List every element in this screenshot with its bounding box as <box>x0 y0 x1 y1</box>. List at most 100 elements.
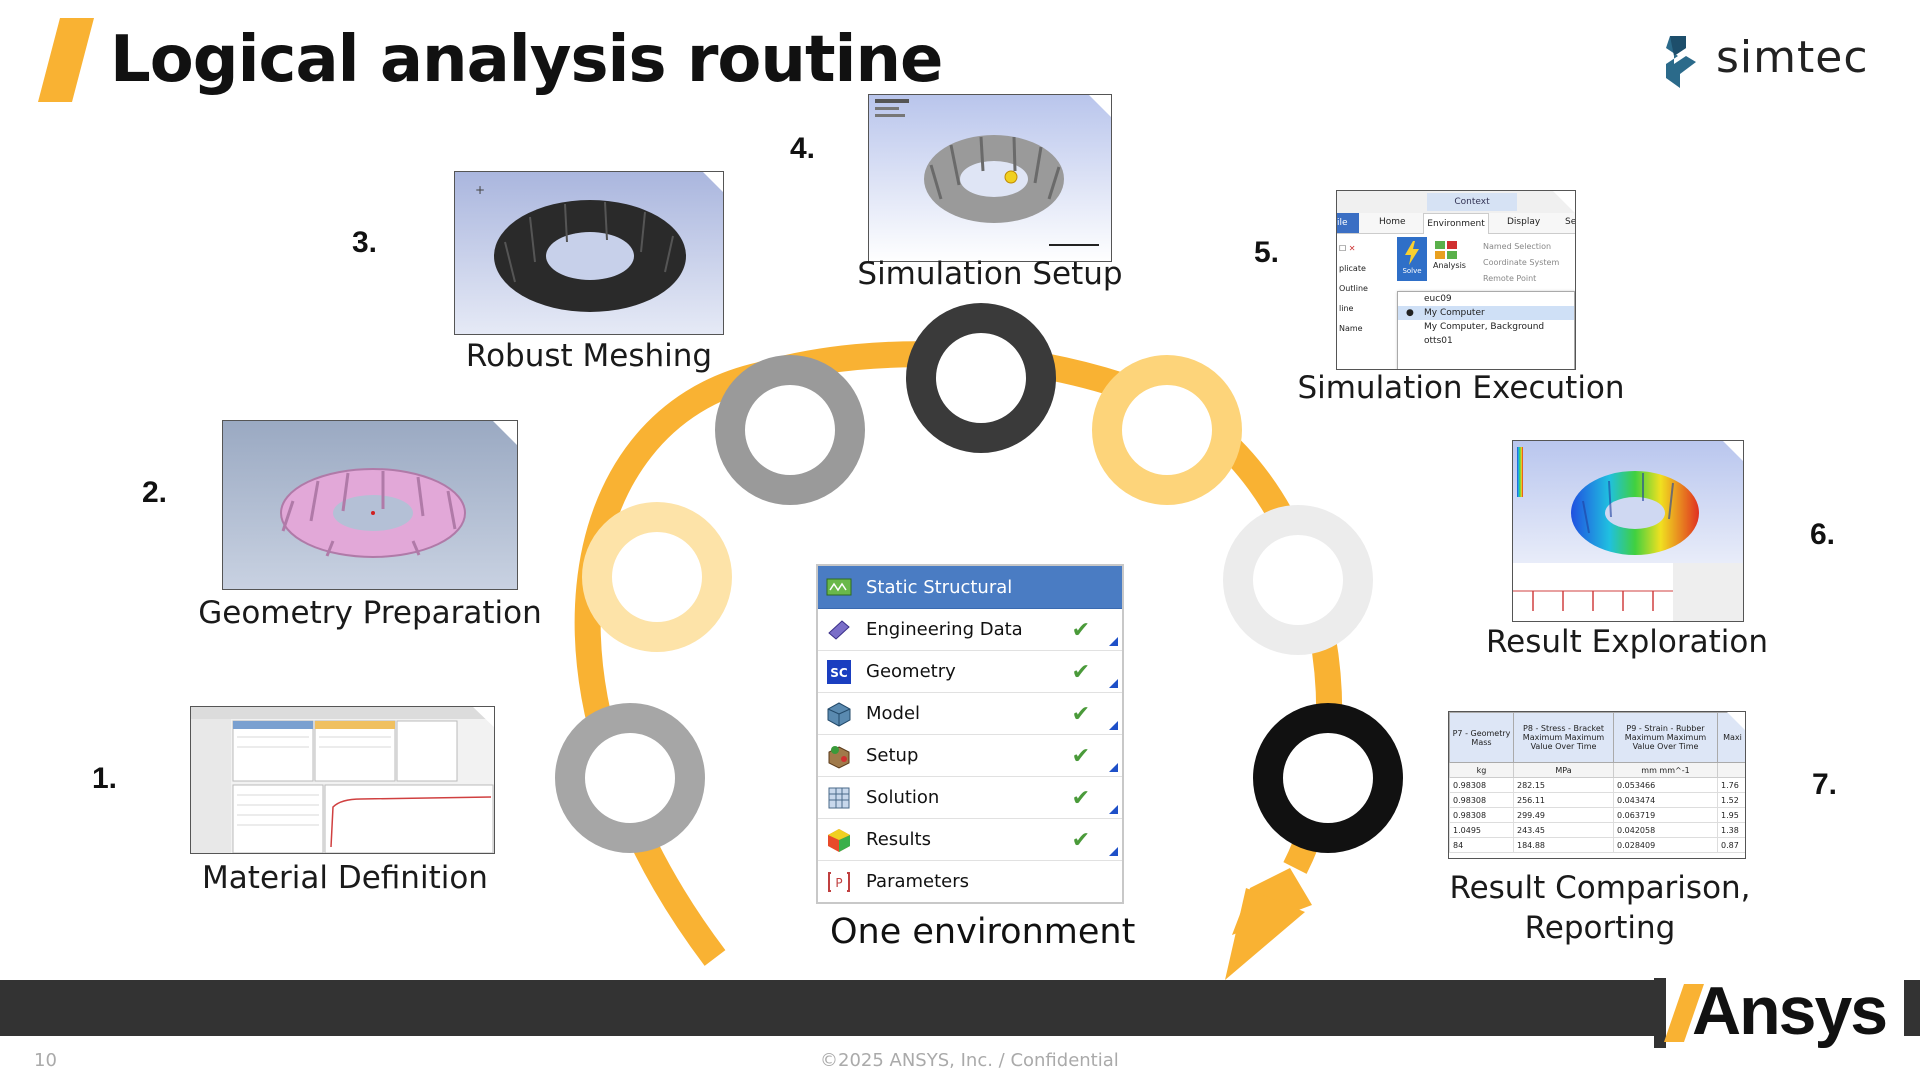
corner-arrow-icon <box>1109 847 1118 856</box>
ring-step-5 <box>1092 355 1242 505</box>
step-4-label: Simulation Setup <box>857 256 1123 292</box>
simtec-wordmark: simtec <box>1716 32 1869 83</box>
name-item[interactable]: Name <box>1339 324 1363 333</box>
remote-point-item[interactable]: Remote Point <box>1483 274 1537 283</box>
environment-tab[interactable]: Environment <box>1423 213 1489 234</box>
static-structural-icon <box>826 578 852 596</box>
dropdown-item-my-computer[interactable]: ●My Computer <box>1398 306 1574 320</box>
line-item[interactable]: line <box>1339 304 1354 313</box>
workbench-system-panel[interactable]: Static Structural Engineering Data ✔ SC … <box>816 564 1124 904</box>
material-definition-thumbnail <box>190 706 495 854</box>
svg-text:P: P <box>835 876 842 890</box>
engineering-data-icon <box>828 619 850 640</box>
step-3-label: Robust Meshing <box>465 338 713 374</box>
check-icon: ✔ <box>1071 618 1090 643</box>
result-exploration-thumbnail <box>1512 440 1744 622</box>
outline-item[interactable]: Outline <box>1339 284 1368 293</box>
check-icon: ● <box>1406 308 1414 318</box>
footer-bar <box>0 980 1920 1036</box>
dropdown-item-euc09[interactable]: euc09 <box>1424 294 1452 304</box>
se-tab[interactable]: Se <box>1565 217 1576 227</box>
static-structural-header[interactable]: Static Structural <box>818 566 1122 609</box>
step-5-number: 5. <box>1254 236 1280 269</box>
simulation-setup-thumbnail <box>868 94 1112 262</box>
step-7-label: Result Comparison, <box>1449 870 1751 906</box>
geometry-sc-icon: SC <box>827 659 851 684</box>
check-icon: ✔ <box>1071 660 1090 685</box>
dropdown-item-otts01[interactable]: otts01 <box>1424 336 1453 346</box>
results-icon <box>828 828 850 852</box>
solution-icon <box>828 787 850 808</box>
context-tab[interactable]: Context <box>1427 193 1517 211</box>
wb-row-engineering-data[interactable]: Engineering Data ✔ <box>818 609 1122 651</box>
corner-arrow-icon <box>1109 721 1118 730</box>
ring-step-3 <box>715 355 865 505</box>
parameters-icon: P <box>828 871 850 892</box>
corner-arrow-icon <box>1109 763 1118 772</box>
ansys-slash-icon <box>1654 978 1704 1048</box>
copyright-text: ©2025 ANSYS, Inc. / Confidential <box>820 1050 1119 1071</box>
title-slash-icon <box>38 18 94 102</box>
wb-row-setup[interactable]: Setup ✔ <box>818 735 1122 777</box>
step-2-label: Geometry Preparation <box>198 595 542 631</box>
corner-arrow-icon <box>1109 805 1118 814</box>
analysis-button[interactable]: Analysis <box>1433 239 1466 270</box>
setup-icon <box>828 745 850 769</box>
check-icon: ✔ <box>1071 828 1090 853</box>
copy-icon[interactable]: ☐ ✕ <box>1339 244 1356 253</box>
step-6-label: Result Exploration <box>1486 624 1768 660</box>
solve-dropdown[interactable]: euc09 ●My Computer My Computer, Backgrou… <box>1397 291 1575 369</box>
file-tab[interactable]: ile <box>1337 213 1359 233</box>
wb-row-model[interactable]: Model ✔ <box>818 693 1122 735</box>
step-6-number: 6. <box>1810 518 1836 551</box>
home-tab[interactable]: Home <box>1379 217 1406 227</box>
result-comparison-table: P7 - Geometry Mass P8 - Stress - Bracket… <box>1448 711 1746 859</box>
geometry-preparation-thumbnail <box>222 420 518 590</box>
step-4-number: 4. <box>790 132 816 165</box>
dropdown-item-background[interactable]: My Computer, Background <box>1424 322 1545 332</box>
coordinate-system-item[interactable]: Coordinate System <box>1483 258 1560 267</box>
ring-step-2 <box>582 502 732 652</box>
arc-arrowhead-tip <box>1225 888 1305 980</box>
ring-step-6 <box>1223 505 1373 655</box>
solve-button[interactable]: Solve <box>1397 237 1427 281</box>
page-title: Logical analysis routine <box>110 23 943 97</box>
result-table: P7 - Geometry Mass P8 - Stress - Bracket… <box>1449 712 1745 853</box>
wb-row-geometry[interactable]: SC Geometry ✔ <box>818 651 1122 693</box>
step-5-label: Simulation Execution <box>1297 370 1625 406</box>
corner-arrow-icon <box>1109 679 1118 688</box>
simulation-execution-thumbnail: Context ile Home Environment Display Se … <box>1336 190 1576 370</box>
duplicate-item[interactable]: plicate <box>1339 264 1366 273</box>
simtec-mark-icon <box>1666 36 1696 88</box>
named-selection-item[interactable]: Named Selection <box>1483 242 1552 251</box>
check-icon: ✔ <box>1071 744 1090 769</box>
corner-arrow-icon <box>1109 637 1118 646</box>
one-environment-caption: One environment <box>830 912 1136 952</box>
svg-text:SC: SC <box>830 666 848 680</box>
step-7-label-line2: Reporting <box>1524 910 1676 946</box>
robust-meshing-thumbnail: + <box>454 171 724 335</box>
wb-row-parameters[interactable]: P Parameters <box>818 861 1122 902</box>
step-7-number: 7. <box>1812 768 1838 801</box>
step-2-number: 2. <box>142 476 168 509</box>
model-icon <box>827 701 851 727</box>
ansys-logo: Ansys <box>1654 973 1904 1049</box>
header-p7[interactable]: P7 - Geometry Mass <box>1449 712 1514 763</box>
display-tab[interactable]: Display <box>1507 217 1541 227</box>
wb-row-results[interactable]: Results ✔ <box>818 819 1122 861</box>
table-cell: 184.88 <box>1513 837 1614 853</box>
step-1-number: 1. <box>92 762 118 795</box>
ansys-wordmark: Ansys <box>1692 973 1888 1049</box>
ring-step-7 <box>1253 703 1403 853</box>
ring-step-1 <box>555 703 705 853</box>
table-cell: 0.87 <box>1717 837 1745 853</box>
ring-step-4 <box>906 303 1056 453</box>
lightning-icon <box>1405 241 1419 265</box>
page-number: 10 <box>34 1050 57 1071</box>
wb-row-solution[interactable]: Solution ✔ <box>818 777 1122 819</box>
svg-text:+: + <box>475 183 485 197</box>
analysis-icon <box>1435 241 1457 259</box>
